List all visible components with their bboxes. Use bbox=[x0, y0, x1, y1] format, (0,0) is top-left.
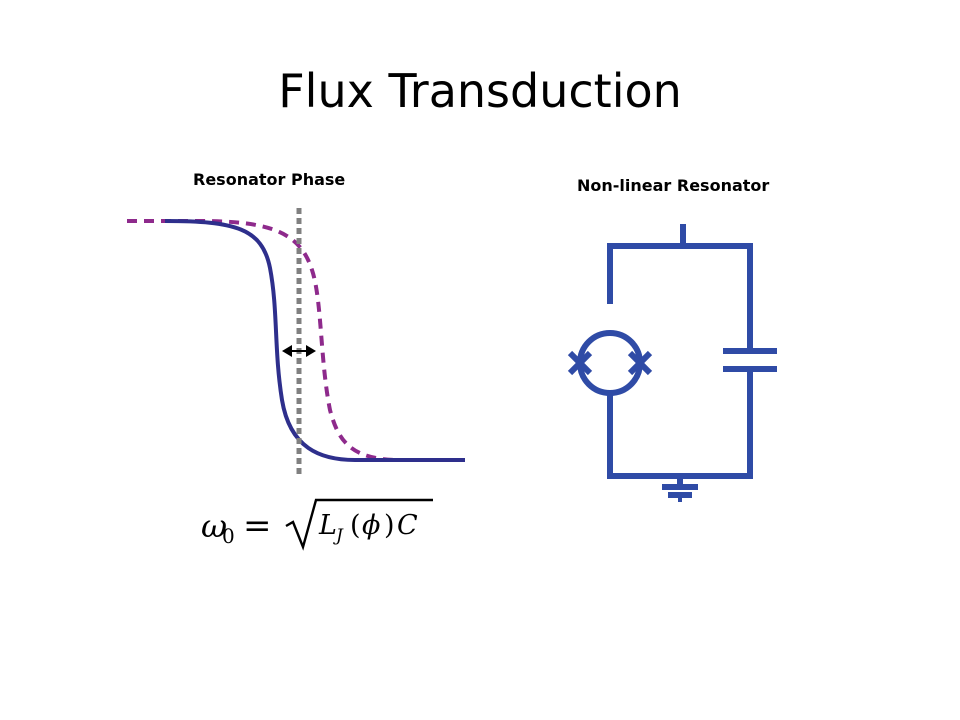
arrow-left-head bbox=[282, 345, 292, 357]
slide-title: Flux Transduction bbox=[278, 64, 682, 118]
phase-plot bbox=[127, 208, 465, 478]
dashed-shifted-phase-curve bbox=[127, 219, 465, 462]
ground-icon bbox=[662, 476, 698, 502]
equation-capacitance: C bbox=[397, 510, 418, 541]
phase-panel-label: Resonator Phase bbox=[193, 170, 346, 189]
equation-sqrt-sign bbox=[285, 498, 433, 551]
equation-inductance-subscript: J bbox=[333, 526, 344, 546]
equation-close-paren: ) bbox=[384, 510, 395, 541]
circuit-panel-label: Non-linear Resonator bbox=[577, 176, 770, 195]
josephson-junction-right-icon bbox=[627, 350, 653, 376]
equation-omega: ω bbox=[201, 507, 227, 545]
equation-flux: ϕ bbox=[362, 510, 380, 541]
equation-inductance: L bbox=[318, 510, 337, 541]
equation-open-paren: ( bbox=[350, 510, 361, 541]
equation-omega-subscript: 0 bbox=[222, 524, 235, 548]
solid-phase-curve bbox=[164, 219, 465, 462]
resonator-circuit bbox=[567, 224, 777, 502]
josephson-junction-left-icon bbox=[567, 350, 593, 376]
circuit-top-wire bbox=[607, 243, 753, 350]
arrow-right-head bbox=[306, 345, 316, 357]
frequency-shift-arrow bbox=[282, 345, 316, 357]
squid-loop bbox=[577, 330, 643, 396]
resonance-equation: ω 0 = L J ( ϕ ) C bbox=[201, 498, 433, 551]
equation-equals: = bbox=[243, 506, 272, 546]
